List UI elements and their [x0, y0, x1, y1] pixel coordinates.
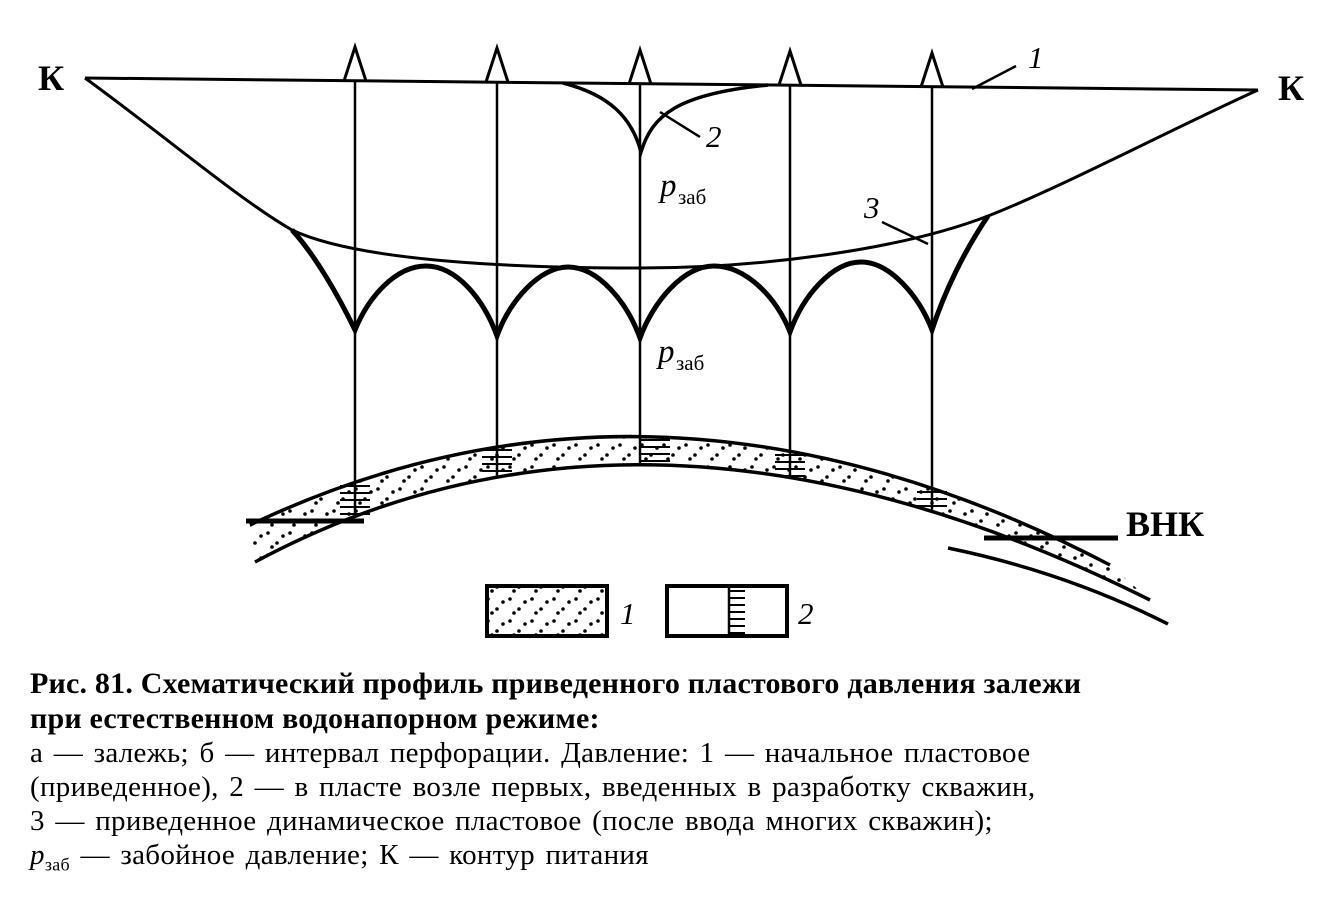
caption-body-line-4: рзаб — забойное давление; К — контур пит…	[30, 838, 1298, 881]
legend: 1 2	[485, 584, 814, 638]
diagram-canvas: ВНК	[38, 40, 1304, 638]
caption-pzab-rest: — забойное давление; К — контур питания	[69, 839, 649, 871]
k-left-label: К	[38, 58, 64, 98]
caption-title-line-1: Рис. 81. Схематический профиль приведенн…	[30, 667, 1082, 700]
curve1-label: 1	[1028, 40, 1044, 75]
first-well-funnel-curve: 2	[562, 81, 769, 159]
scalloped-pressure-profile	[290, 214, 991, 346]
curve3-path	[84, 76, 1259, 270]
wellhead-spike-icon	[627, 45, 653, 85]
caption-pzab-prefix: р	[30, 839, 45, 871]
p-zab-label-upper: p заб	[658, 168, 706, 209]
pressure-profile-diagram: ВНК	[38, 40, 1304, 638]
legend-box-deposit	[485, 584, 609, 638]
wellhead-spike-icon	[342, 42, 368, 82]
curve2-path	[562, 81, 769, 159]
deposit-dotted-fill	[250, 436, 1150, 600]
wellhead-spike-icon	[484, 43, 510, 83]
water-layer-boundary	[947, 546, 1169, 626]
pointer-line-1	[971, 64, 1017, 91]
p-zab-prefix: p	[656, 334, 675, 370]
wellhead-spikes	[342, 42, 945, 88]
deposit-upper-boundary	[249, 434, 1111, 567]
caption-pzab-subscript: заб	[44, 854, 70, 875]
vnk-label: ВНК	[1126, 504, 1204, 544]
legend-label-1: 1	[620, 596, 636, 631]
wellhead-spike-icon	[777, 46, 803, 86]
caption-body-line-2: (приведенное), 2 — в пласте возле первых…	[30, 771, 1036, 803]
p-zab-label-lower: p заб	[656, 334, 704, 375]
curve3-label: 3	[863, 190, 880, 225]
dynamic-pressure-curve: 3	[84, 76, 1259, 270]
vnk-contact: ВНК	[246, 504, 1204, 544]
p-zab-prefix: p	[658, 168, 677, 204]
legend-label-2: 2	[798, 596, 814, 631]
scalloped-curve-path	[290, 214, 991, 346]
curve2-label: 2	[706, 119, 722, 154]
figure-caption: Рис. 81. Схематический профиль приведенн…	[30, 666, 1298, 881]
pointer-line-3	[881, 220, 929, 246]
p-zab-subscript: заб	[676, 351, 704, 375]
caption-title-line-2: при естественном водонапорном режиме:	[30, 702, 600, 735]
legend-perforation-ticks	[729, 590, 745, 634]
initial-pressure-line: 1 К К	[38, 40, 1304, 108]
k-right-label: К	[1278, 68, 1304, 108]
legend-box-perforation	[665, 584, 789, 638]
wellhead-spike-icon	[919, 48, 945, 88]
p-zab-subscript: заб	[678, 185, 706, 209]
pointer-line-2	[659, 110, 701, 139]
perforation-ladder	[640, 439, 670, 462]
caption-body-line-1: а — залежь; б — интервал перфорации. Дав…	[30, 737, 1031, 769]
caption-body-line-3: 3 — приведенное динамическое пластовое (…	[30, 805, 993, 837]
feeding-contour-line	[84, 76, 1259, 92]
